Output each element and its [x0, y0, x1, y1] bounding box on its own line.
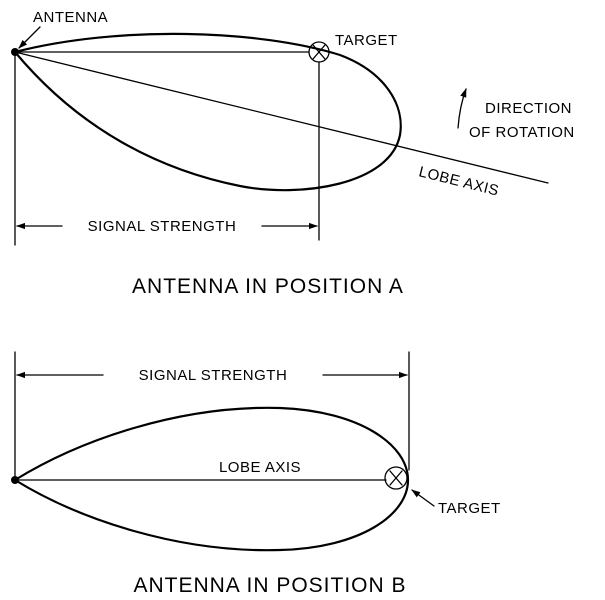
signal-strength-label-b: SIGNAL STRENGTH — [139, 367, 288, 384]
position-b-diagram: SIGNAL STRENGTH LOBE AXIS TARGET ANTENNA… — [11, 351, 501, 597]
lobe-a-outline — [13, 32, 402, 192]
target-label-b: TARGET — [438, 500, 501, 517]
target-b-marker — [384, 466, 408, 490]
caption-position-a: ANTENNA IN POSITION A — [132, 275, 404, 298]
direction-label-line1: DIRECTION — [485, 100, 572, 117]
antenna-pointer-arrow — [18, 26, 41, 49]
lobe-axis-line-a — [14, 51, 549, 184]
direction-label-line2: OF ROTATION — [469, 124, 575, 141]
rotation-direction-arrow — [457, 88, 467, 129]
antenna-label: ANTENNA — [33, 9, 108, 26]
caption-position-b: ANTENNA IN POSITION B — [133, 574, 406, 597]
target-label-a: TARGET — [335, 32, 398, 49]
position-a-diagram: SIGNAL STRENGTH ANTENNA TARGET DIRECTION… — [11, 9, 575, 298]
signal-strength-label-a: SIGNAL STRENGTH — [88, 218, 237, 235]
target-pointer-arrow-b — [411, 489, 435, 507]
lobe-axis-label-b: LOBE AXIS — [219, 459, 301, 476]
lobe-b-outline — [13, 406, 410, 552]
